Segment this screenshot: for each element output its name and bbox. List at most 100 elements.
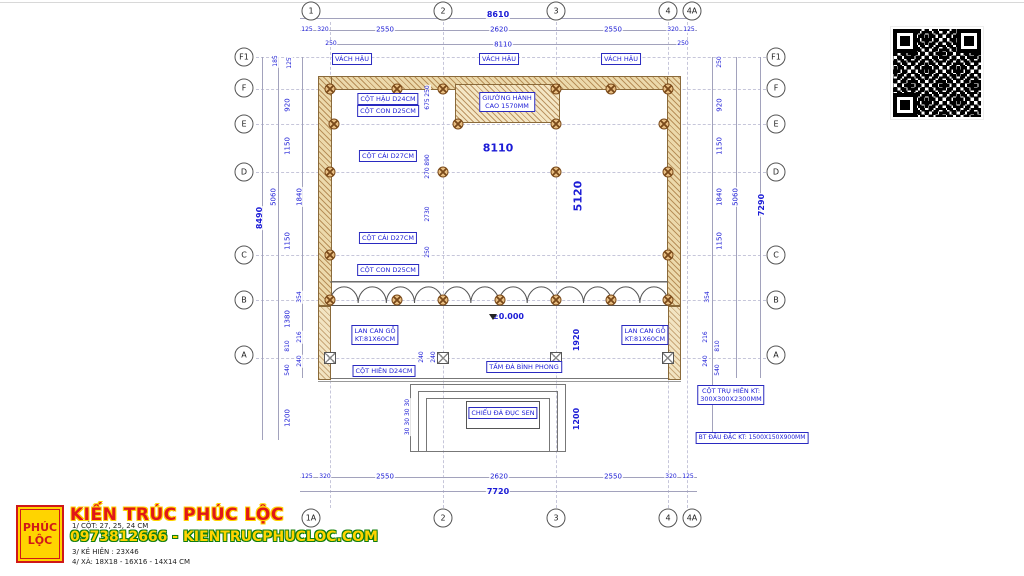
grid-bubble-top-4a: 4A xyxy=(682,1,702,21)
qr-finder-icon xyxy=(893,93,917,117)
grid-bubble-right-a: A xyxy=(766,345,786,365)
grid-line-3 xyxy=(556,22,557,508)
grid-bubble-bottom-4: 4 xyxy=(658,508,678,528)
dim-top-chain: 320 xyxy=(316,26,330,33)
sheet-border-line xyxy=(0,2,1024,3)
label-bt-dau: BT ĐẦU ĐẶC KT: 1500X150X900MM xyxy=(695,432,809,444)
dim-line xyxy=(736,57,737,378)
dim-offset: 890 xyxy=(424,153,431,167)
grid-bubble-bottom-1a: 1A xyxy=(301,508,321,528)
dim-top-chain: 2620 xyxy=(489,25,509,34)
dim-bottom-chain: 2550 xyxy=(603,472,623,481)
column xyxy=(605,294,617,306)
dim-left-chain: 1380 xyxy=(283,309,292,329)
veranda-edge xyxy=(318,381,681,382)
label-vach-hau: VÁCH HẬU xyxy=(601,53,641,65)
label-cot-tru-line2: 300X300X2300MM xyxy=(700,395,762,403)
column xyxy=(658,118,670,130)
grid-bubble-right-d: D xyxy=(766,162,786,182)
dim-offset: 250 xyxy=(424,84,431,98)
label-giuong-hanh: GIƯỜNG HÀNH CAO 1570MM xyxy=(479,92,535,112)
step-3 xyxy=(426,398,550,452)
porch-post xyxy=(437,352,449,364)
dim-bottom-chain: 320 xyxy=(664,473,678,480)
porch-post xyxy=(324,352,336,364)
column xyxy=(324,249,336,261)
dim-250-right: 250 xyxy=(676,40,690,47)
column xyxy=(437,83,449,95)
column xyxy=(324,294,336,306)
brand-title: KIẾN TRÚC PHÚC LỘC xyxy=(70,505,284,525)
column xyxy=(452,118,464,130)
dim-left-chain: 810 xyxy=(284,339,291,353)
qr-finder-icon xyxy=(893,29,917,53)
dim-left-chain: 240 xyxy=(296,354,303,368)
dim-left-chain: 216 xyxy=(296,330,303,344)
column xyxy=(662,294,674,306)
dim-right-chain: 1840 xyxy=(715,187,724,207)
label-giuong-hanh-line1: GIƯỜNG HÀNH xyxy=(482,94,532,102)
dim-bottom-total: 7720 xyxy=(485,487,511,496)
grid-bubble-right-c: C xyxy=(766,245,786,265)
dim-left-chain: 125 xyxy=(286,56,293,70)
grid-bubble-left-b: B xyxy=(234,290,254,310)
dim-porch-depth: 1920 xyxy=(572,327,581,353)
dim-bottom-chain: 2550 xyxy=(375,472,395,481)
label-lan-can-line2: KT:81X60CM xyxy=(624,335,666,343)
column xyxy=(605,83,617,95)
column xyxy=(437,294,449,306)
grid-bubble-top-1: 1 xyxy=(301,1,321,21)
dim-offset: 240 xyxy=(418,350,425,364)
dim-offset: 675 xyxy=(424,97,431,111)
dim-top-chain: 2550 xyxy=(603,25,623,34)
dim-left-chain: 1150 xyxy=(283,136,292,156)
label-lan-can-line1: LAN CAN GỖ xyxy=(354,327,396,335)
dim-line xyxy=(712,57,713,440)
dim-line xyxy=(302,57,303,378)
dim-left-chain: 920 xyxy=(283,97,292,113)
dim-hall-width: 8110 xyxy=(481,141,515,155)
dim-left-chain: 354 xyxy=(296,290,303,304)
label-cot-hien: CỘT HIÊN D24CM xyxy=(352,365,416,377)
label-lan-can-line1: LAN CAN GỖ xyxy=(624,327,666,335)
grid-bubble-right-f1: F1 xyxy=(766,47,786,67)
label-cot-tru-line1: CỘT TRỤ HIÊN KT: xyxy=(701,387,761,395)
logo-text-line1: PHÚC xyxy=(22,521,58,534)
dim-right-chain: 240 xyxy=(702,354,709,368)
phuc-loc-logo: PHÚC LỘC xyxy=(16,505,64,563)
grid-line-a xyxy=(256,358,766,359)
dim-top-inner: 8110 xyxy=(493,40,513,49)
porch-post xyxy=(662,352,674,364)
dim-right-chain: 540 xyxy=(714,363,721,377)
grid-line-b xyxy=(256,300,766,301)
dim-250-left: 250 xyxy=(324,40,338,47)
dim-bottom-chain: 320 xyxy=(318,473,332,480)
grid-bubble-left-e: E xyxy=(234,114,254,134)
dim-line xyxy=(278,57,279,440)
dim-right-total: 7290 xyxy=(757,192,766,218)
dim-right-chain: 810 xyxy=(714,339,721,353)
grid-bubble-left-a: A xyxy=(234,345,254,365)
label-cot-con: CỘT CON D25CM xyxy=(357,264,419,276)
level-mark-icon xyxy=(489,314,497,320)
grid-bubble-top-3: 3 xyxy=(546,1,566,21)
grid-bubble-bottom-3: 3 xyxy=(546,508,566,528)
dim-bottom-chain: 125 xyxy=(681,473,695,480)
dim-right-chain: 1150 xyxy=(715,136,724,156)
dim-top-chain: 125 xyxy=(682,26,696,33)
dim-left-chain: 1200 xyxy=(283,408,292,428)
label-cot-hau: CỘT HẬU D24CM xyxy=(357,93,419,105)
label-cot-con: CỘT CON D25CM xyxy=(357,105,419,117)
column xyxy=(324,166,336,178)
label-lan-can-left: LAN CAN GỖ KT:81X60CM xyxy=(351,325,399,345)
right-railing xyxy=(668,306,681,380)
column xyxy=(437,166,449,178)
label-cot-cai: CỘT CÁI D27CM xyxy=(358,232,418,244)
label-chieu-da: CHIẾU ĐÁ ĐỤC SEN xyxy=(468,407,538,419)
label-lan-can-right: LAN CAN GỖ KT:81X60CM xyxy=(621,325,669,345)
grid-line-4a xyxy=(687,22,688,508)
stone-slab xyxy=(466,401,540,429)
dim-left-chain: 1150 xyxy=(283,231,292,251)
grid-bubble-left-f: F xyxy=(234,78,254,98)
veranda-edge xyxy=(318,378,681,379)
